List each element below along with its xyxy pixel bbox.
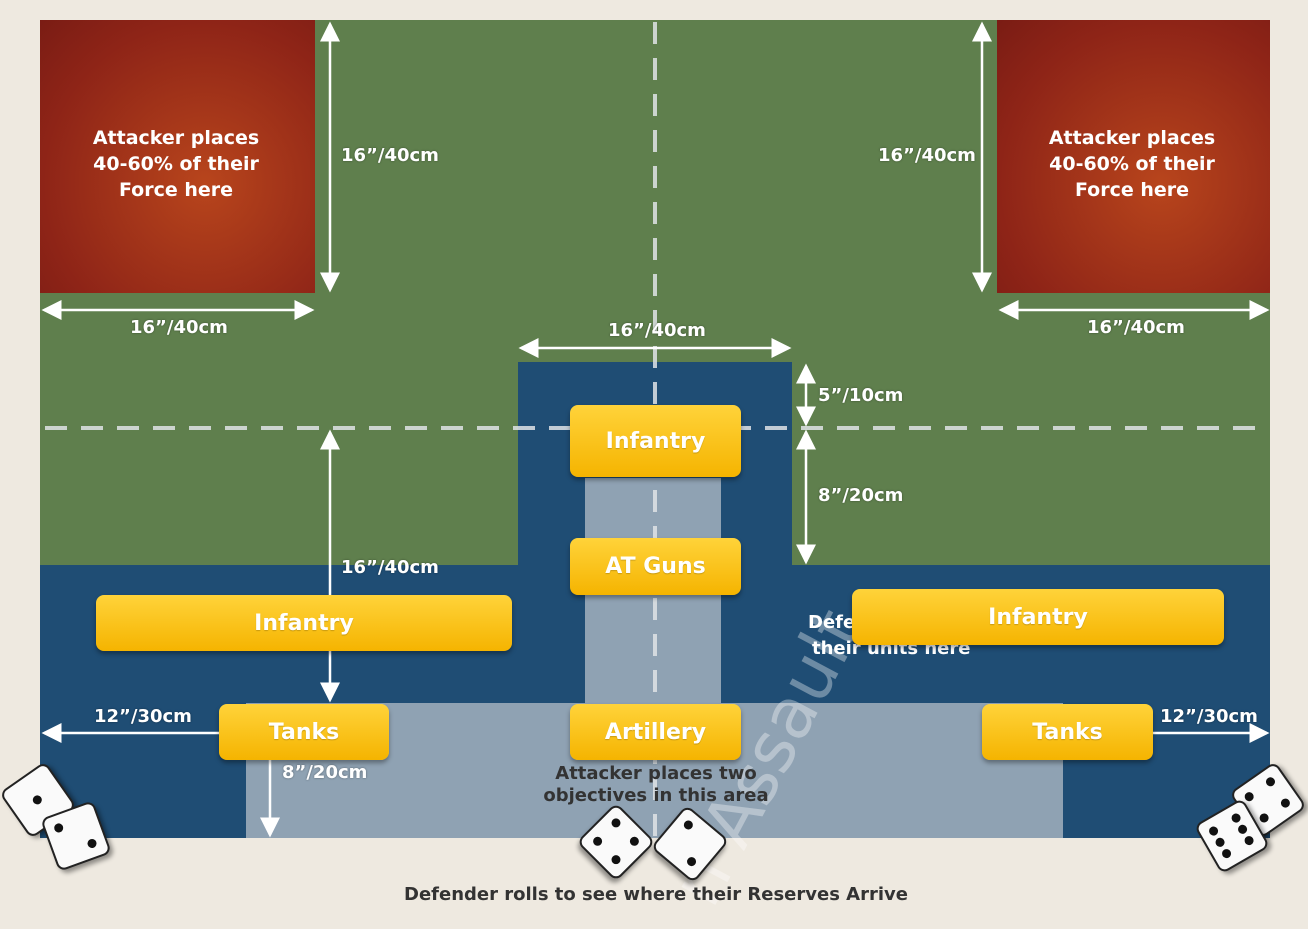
label-infantry-left[interactable]: Infantry (96, 595, 512, 651)
label-tanks-right[interactable]: Tanks (982, 704, 1153, 760)
attacker-zone-right (997, 20, 1270, 293)
label-artillery[interactable]: Artillery (570, 704, 741, 760)
zone-text: 40-60% of their (93, 153, 259, 175)
zone-text: objectives in this area (543, 785, 769, 806)
attacker-zone-left (40, 20, 315, 293)
zone-text: Attacker places two (555, 763, 757, 784)
dim-left-horizontal: 16”/40cm (130, 317, 228, 338)
dim-left-vertical: 16”/40cm (341, 145, 439, 166)
label-tanks-left[interactable]: Tanks (219, 704, 389, 760)
dim-center-5: 5”/10cm (818, 385, 904, 406)
dim-left-12: 12”/30cm (94, 706, 192, 727)
dim-defender-depth: 16”/40cm (341, 557, 439, 578)
label-at-guns[interactable]: AT Guns (570, 538, 741, 595)
dim-right-vertical: 16”/40cm (878, 145, 976, 166)
dim-left-8: 8”/20cm (282, 762, 368, 783)
objectives-text: Attacker places two objectives in this a… (540, 763, 772, 807)
dim-center-horizontal: 16”/40cm (608, 320, 706, 341)
label-infantry-right[interactable]: Infantry (852, 589, 1224, 645)
zone-text: Force here (1074, 179, 1190, 201)
dim-right-12: 12”/30cm (1160, 706, 1258, 727)
dim-center-8: 8”/20cm (818, 485, 904, 506)
label-infantry-center[interactable]: Infantry (570, 405, 741, 477)
zone-text: Attacker places (1048, 127, 1216, 149)
dim-right-horizontal: 16”/40cm (1087, 317, 1185, 338)
attacker-zone-left-text: Attacker places 40-60% of their Force he… (60, 125, 292, 203)
zone-text: Defe (808, 612, 856, 633)
zone-text: Attacker places (92, 127, 260, 149)
footer-caption: Defender rolls to see where their Reserv… (404, 884, 908, 905)
zone-text: Force here (118, 179, 234, 201)
zone-text: 40-60% of their (1049, 153, 1215, 175)
attacker-zone-right-text: Attacker places 40-60% of their Force he… (1016, 125, 1248, 203)
